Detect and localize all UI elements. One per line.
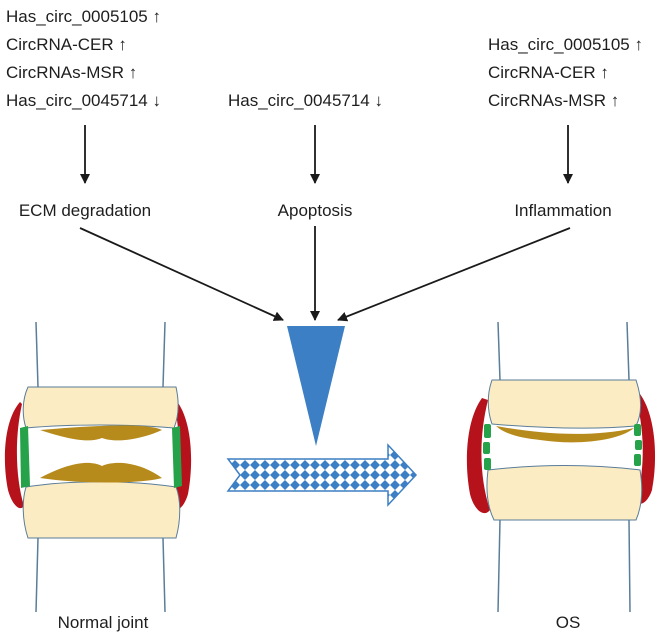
left-marker-2: CircRNA-CER ↑ <box>6 35 127 54</box>
left-marker-3: CircRNAs-MSR ↑ <box>6 63 137 82</box>
process-apoptosis: Apoptosis <box>278 201 353 220</box>
process-inflammation: Inflammation <box>514 201 611 220</box>
left-marker-list: Has_circ_0005105 ↑ CircRNA-CER ↑ CircRNA… <box>6 7 161 110</box>
normal-joint-illustration <box>4 321 192 613</box>
os-joint-caption: OS <box>556 613 581 632</box>
transition-arrow <box>226 443 418 507</box>
normal-joint-membrane-right <box>172 426 182 488</box>
arrow-inflammation-to-funnel <box>337 227 571 322</box>
center-marker-list: Has_circ_0045714 ↓ <box>228 91 383 110</box>
left-marker-1: Has_circ_0005105 ↑ <box>6 7 161 26</box>
center-marker-1: Has_circ_0045714 ↓ <box>228 91 383 110</box>
os-joint-ligament-right <box>636 394 656 504</box>
os-joint-membrane-right <box>634 424 642 466</box>
process-ecm-degradation: ECM degradation <box>19 201 151 220</box>
normal-joint-ligament-right <box>172 400 192 510</box>
os-joint-ligament-left <box>466 398 490 514</box>
right-marker-list: Has_circ_0005105 ↑ CircRNA-CER ↑ CircRNA… <box>488 35 643 110</box>
convergence-funnel <box>287 326 345 446</box>
left-marker-4: Has_circ_0045714 ↓ <box>6 91 161 110</box>
right-marker-1: Has_circ_0005105 ↑ <box>488 35 643 54</box>
os-joint-illustration <box>466 321 656 613</box>
normal-joint-cartilage-lower <box>40 462 162 483</box>
os-joint-cartilage <box>496 426 634 443</box>
normal-joint-ligament-left <box>4 402 24 509</box>
right-marker-3: CircRNAs-MSR ↑ <box>488 91 619 110</box>
normal-joint-caption: Normal joint <box>58 613 149 632</box>
normal-joint-cartilage-upper <box>40 425 162 441</box>
normal-joint-membrane-left <box>20 426 30 488</box>
arrow-ecm-to-funnel <box>79 227 284 321</box>
right-marker-2: CircRNA-CER ↑ <box>488 63 609 82</box>
os-joint-membrane-left <box>483 424 491 470</box>
